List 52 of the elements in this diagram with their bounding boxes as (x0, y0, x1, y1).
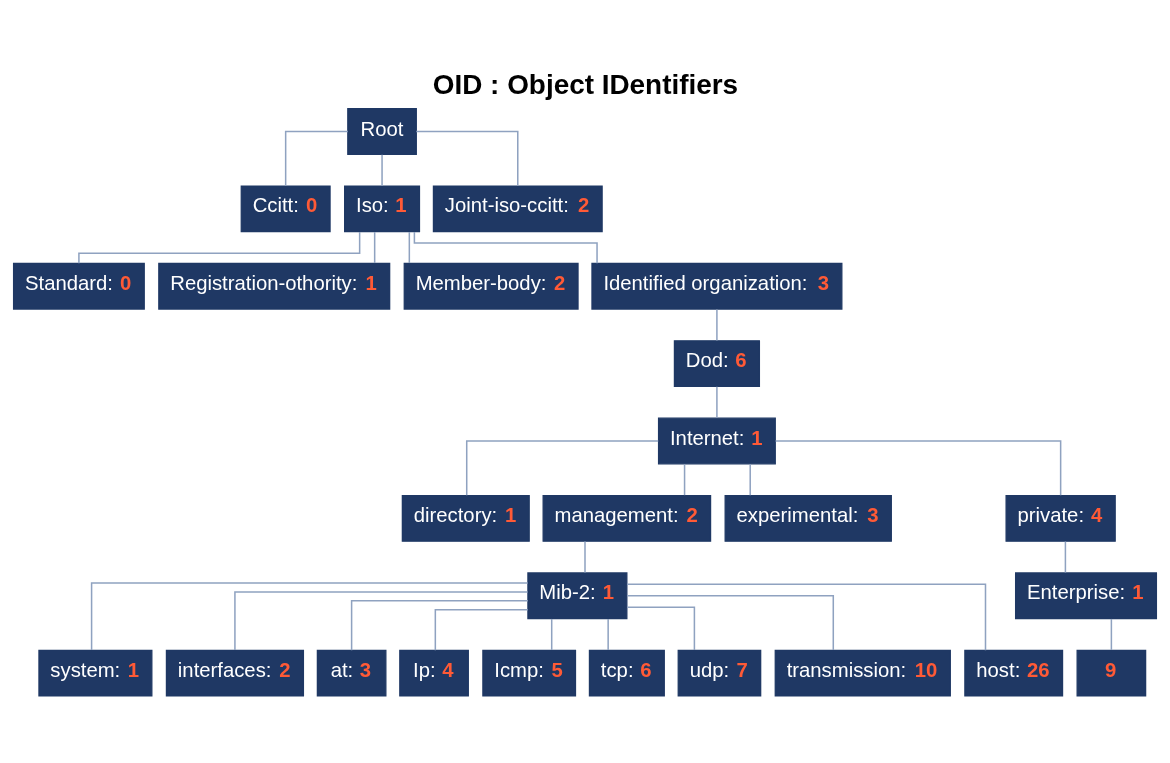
connector (373, 230, 376, 264)
connector (465, 439, 659, 496)
node-box: 9 (1076, 649, 1147, 697)
node-box: Identified organization: 3 (591, 262, 843, 310)
connector (550, 617, 553, 651)
node-box: directory: 1 (401, 494, 530, 542)
connector (584, 540, 586, 573)
connector (234, 590, 529, 651)
node-box: at: 3 (316, 649, 387, 697)
connector (350, 599, 529, 651)
node-box: Ccitt: 0 (240, 184, 331, 232)
connector (626, 605, 696, 651)
node-box: Root (347, 107, 417, 155)
node-box: management: 2 (542, 494, 712, 542)
connector (626, 583, 987, 651)
connector (1064, 540, 1067, 573)
connector (90, 581, 529, 651)
node-box: interfaces: 2 (165, 649, 305, 697)
connector (607, 617, 609, 651)
connector (1110, 617, 1113, 651)
connector (716, 308, 718, 341)
node-box: Ip: 4 (399, 649, 469, 697)
node-box: Dod: 6 (673, 339, 761, 387)
connector (774, 439, 1062, 496)
node-box: Enterprise: 1 (1015, 571, 1158, 619)
connector (408, 230, 411, 264)
node-box: udp: 7 (677, 649, 762, 697)
connector (434, 608, 529, 651)
connector (626, 594, 835, 651)
node-box: Registration-othority: 1 (158, 262, 391, 310)
connector (284, 130, 349, 186)
node-box: system: 1 (38, 649, 153, 697)
node-box: Standard: 0 (12, 262, 145, 310)
connector (749, 462, 751, 496)
connector (381, 153, 383, 186)
node-box: private: 4 (1005, 494, 1116, 542)
connector (413, 230, 598, 264)
node-box: Member-body: 2 (403, 262, 579, 310)
node-box: Iso: 1 (344, 184, 421, 232)
node-box: Joint-iso-ccitt: 2 (432, 184, 603, 232)
node-box: tcp: 6 (588, 649, 665, 697)
connector (78, 230, 361, 264)
connector (415, 130, 519, 186)
node-box: transmission: 10 (774, 649, 951, 697)
node-box: host: 26 (964, 649, 1064, 697)
node-box: experimental: 3 (724, 494, 892, 542)
node-box: Internet: 1 (657, 417, 776, 464)
connector (716, 385, 718, 419)
connector (683, 462, 686, 496)
node-box: Icmp: 5 (482, 649, 577, 697)
node-box: Mib-2: 1 (527, 571, 628, 619)
diagram-title: OID : Object IDentifiers (432, 68, 739, 100)
